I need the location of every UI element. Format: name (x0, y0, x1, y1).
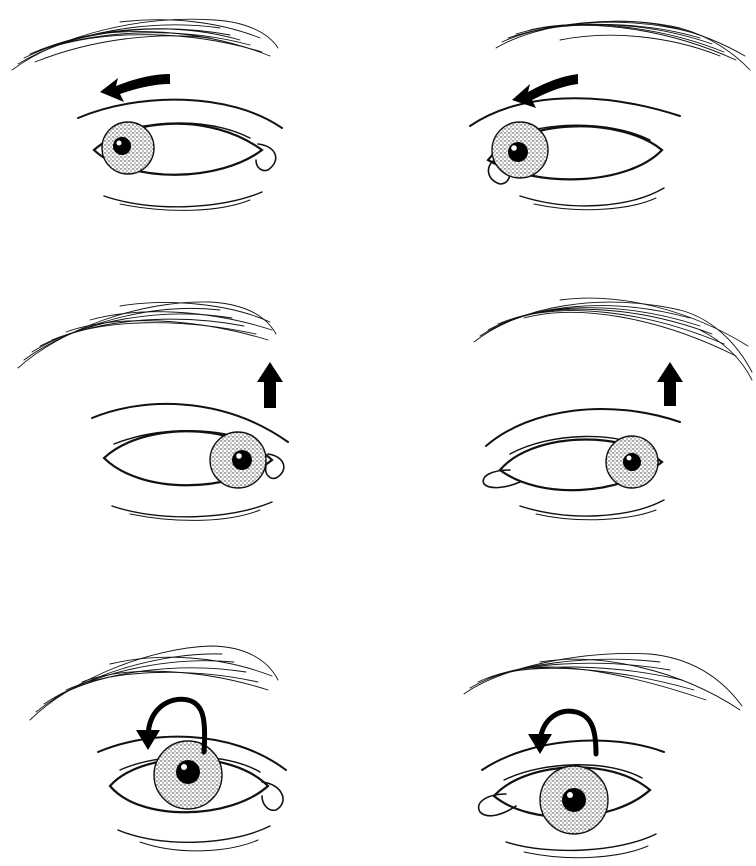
eyebrow (474, 298, 752, 380)
pupil (508, 142, 528, 162)
eye-panel-top-left (12, 19, 282, 210)
lower-lid (112, 502, 272, 517)
eyebrow (464, 653, 742, 710)
arrow-rotate-ccw-icon (528, 711, 596, 754)
lower-lid (118, 826, 270, 842)
arrow-left-curved-icon (100, 74, 170, 102)
eye-panel-middle-right (474, 298, 752, 520)
iris (102, 122, 154, 174)
eye-panel-bottom-right (464, 653, 742, 857)
iris (154, 741, 222, 809)
lower-crease (536, 510, 656, 520)
iris (606, 436, 658, 488)
iris (540, 766, 608, 834)
eye-panel-middle-left (18, 302, 288, 520)
eyebrow (12, 19, 278, 70)
pupil (562, 788, 586, 812)
iris (492, 122, 548, 178)
arrow-left-curved-icon (512, 74, 578, 108)
lower-crease (524, 846, 648, 858)
pupil (113, 137, 131, 155)
iris (210, 432, 266, 488)
arrow-up-icon (657, 362, 683, 406)
lid-crease (92, 404, 288, 442)
eye-panel-bottom-left (30, 646, 286, 851)
eyebrow (30, 646, 278, 720)
arrow-up-icon (257, 362, 283, 408)
lower-lid (506, 834, 656, 850)
pupil (232, 450, 252, 470)
lower-lid (520, 500, 664, 516)
pupil (623, 453, 641, 471)
pupil (176, 760, 200, 784)
eyebrow (18, 302, 276, 368)
lower-lid (104, 192, 262, 207)
eye-panel-top-right (470, 21, 750, 209)
lid-crease (470, 98, 680, 126)
caruncle (262, 782, 283, 810)
eyebrow (496, 21, 750, 70)
